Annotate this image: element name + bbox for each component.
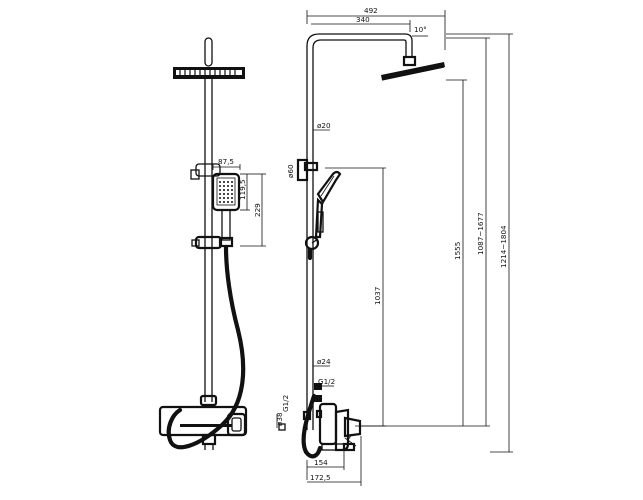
dim-height-range-mid: 1087~1677 [446, 37, 490, 427]
dim-label-overhead-height: 1555 [453, 242, 462, 260]
dim-label-lower-pipe-diameter: ø24 [317, 357, 331, 366]
dim-label-bracket-diameter: ø60 [286, 164, 295, 178]
front-slide-holder [191, 235, 223, 250]
dim-inlet-thread-upper: G1/2 [318, 377, 335, 387]
front-overhead-shower [173, 67, 245, 79]
side-view: 492 340 10° ø20 ø60 ø24 G [275, 6, 513, 486]
front-pipe-top [204, 37, 213, 67]
side-arm-connector [402, 55, 417, 67]
front-diverter [199, 394, 218, 407]
dim-hand-shower-width: 87,5 [212, 157, 241, 170]
dim-bracket-diameter: ø60 [286, 160, 299, 180]
front-mixer-body [158, 405, 248, 450]
dim-overhead-height: 1555 [361, 79, 467, 427]
dim-label-height-range-total: 1214~1804 [499, 225, 508, 268]
side-mixer-body [318, 402, 362, 452]
dim-spout-projection: 154 [306, 450, 345, 480]
dim-label-overall-width: 492 [364, 6, 378, 15]
front-view: 87,5 119,5 229 [158, 37, 266, 450]
dim-label-diverter-diameter: ø38 [275, 412, 284, 426]
dim-inlet-thread-lower: G1/2 [281, 395, 290, 412]
dim-pipe-diameter: ø20 [313, 121, 331, 131]
dim-label-holder-height: 1037 [373, 287, 382, 305]
side-upper-bracket [296, 158, 319, 182]
dim-diverter-diameter: ø38 [275, 412, 286, 431]
dim-label-arm-length: 340 [356, 15, 370, 24]
dim-handle-marker [344, 433, 357, 447]
dim-arm-angle: 10° [412, 25, 428, 37]
front-hand-shower [211, 172, 241, 248]
dim-label-hand-shower-head-height: 119,5 [238, 179, 247, 200]
dim-label-height-range-mid: 1087~1677 [476, 212, 485, 255]
dim-hand-shower-length: 229 [240, 173, 266, 247]
front-hose [166, 244, 246, 450]
dim-arm-length: 340 [311, 15, 411, 32]
front-main-pipe [204, 79, 213, 402]
dim-label-mixer-projection: 172,5 [310, 473, 331, 482]
side-slide-holder [304, 235, 320, 251]
dim-label-arm-angle: 10° [414, 25, 427, 34]
dim-height-range-total: 1214~1804 [446, 33, 513, 453]
dim-label-hand-shower-width: 87,5 [218, 157, 234, 166]
dim-mixer-projection: 172,5 [307, 436, 362, 486]
dim-label-pipe-diameter: ø20 [317, 121, 331, 130]
side-hand-shower [314, 170, 342, 239]
dim-holder-height: 1037 [325, 167, 386, 427]
dim-hand-shower-head-height: 119,5 [238, 173, 250, 211]
front-upper-bracket [190, 163, 221, 180]
dim-lower-pipe-diameter: ø24 [313, 357, 331, 367]
dim-label-hand-shower-length: 229 [253, 203, 262, 217]
dim-label-inlet-thread-lower: G1/2 [281, 395, 290, 412]
dim-overall-width: 492 [306, 6, 446, 50]
dim-label-spout-projection: 154 [314, 458, 328, 467]
side-main-pipe [306, 33, 413, 430]
side-hose [301, 247, 323, 459]
side-overhead-shower [381, 62, 445, 81]
dim-label-inlet-thread-upper: G1/2 [318, 377, 335, 386]
